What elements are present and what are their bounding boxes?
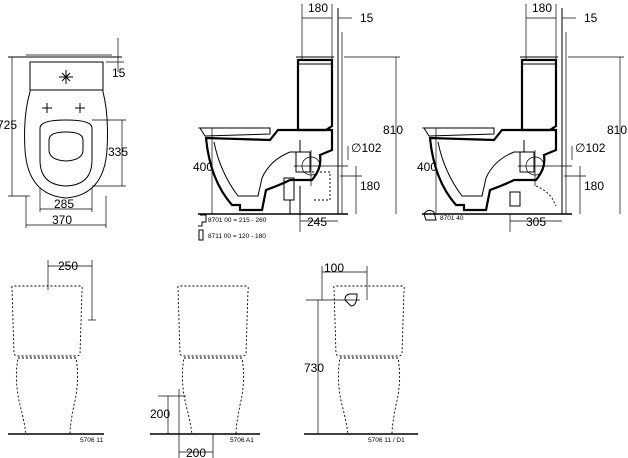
front-view-2: 200 200 5706 A1 <box>150 285 260 458</box>
dim-offset: 15 <box>112 66 126 80</box>
dim-depth: 725 <box>0 118 17 132</box>
dim-inlet-offset: 100 <box>324 261 344 275</box>
model-number: 5706 11 / D1 <box>368 437 405 444</box>
side-view-1: 180 15 810 400 ∅102 180 245 8701 00 = 21… <box>193 1 403 241</box>
seat-side <box>199 127 271 137</box>
bowl-side <box>204 128 334 212</box>
bowl-outline-top <box>24 61 108 199</box>
toilet-front-outline <box>11 285 83 357</box>
fixing-point-icon <box>42 103 52 113</box>
dim-seat-height: 400 <box>417 160 437 174</box>
dim-outlet-diameter: ∅102 <box>351 141 382 155</box>
dim-outlet-wall: 245 <box>307 215 327 229</box>
fitting-bend-icon <box>423 209 437 221</box>
front-view-3: 100 730 5706 11 / D1 <box>304 261 418 444</box>
dim-seat-length: 335 <box>108 145 128 159</box>
seat-side <box>423 127 495 137</box>
dim-outlet-height: 180 <box>360 179 380 193</box>
inlet-icon <box>344 293 358 307</box>
model-number: 5706 11 <box>80 437 103 444</box>
side-view-2: 180 15 810 400 ∅102 180 305 8701 40 <box>417 1 627 232</box>
dim-width: 370 <box>52 213 72 227</box>
outlet-side <box>519 151 535 173</box>
outlet-side <box>295 151 311 173</box>
fitting-label: 8701 40 <box>440 215 464 222</box>
dim-outlet-wall: 305 <box>526 215 546 229</box>
seat-outline <box>39 119 93 187</box>
toilet-front-outline <box>177 285 249 357</box>
dim-tank-depth: 180 <box>532 1 552 15</box>
dim-wall-gap: 15 <box>360 11 374 25</box>
tank-outline-top <box>29 61 104 91</box>
tank-side <box>520 58 558 132</box>
dim-seat-height: 400 <box>193 160 213 174</box>
tank-side <box>296 58 334 132</box>
dim-inlet-offset: 250 <box>58 259 78 273</box>
top-view: 725 15 335 285 370 <box>0 38 128 228</box>
front-view-1: 250 5706 11 <box>8 259 104 444</box>
dim-inlet-height: 730 <box>304 361 324 375</box>
fitting-b-label: 8711 00 = 120 - 180 <box>208 233 266 240</box>
dim-fixing-width: 285 <box>54 197 74 211</box>
dim-inlet-offset: 200 <box>186 446 206 458</box>
dim-outlet-height: 180 <box>584 179 604 193</box>
fixing-point-icon <box>75 103 85 113</box>
fitting-elbow-icon <box>198 214 207 227</box>
bowl-opening <box>48 131 84 162</box>
dim-total-height: 810 <box>607 123 627 137</box>
toilet-front-outline <box>333 285 405 357</box>
dim-total-height: 810 <box>383 123 403 137</box>
dim-inlet-height: 200 <box>150 407 170 421</box>
fitting-straight-icon <box>198 229 204 241</box>
flush-button-icon <box>61 72 71 82</box>
dim-wall-gap: 15 <box>584 11 598 25</box>
model-number: 5706 A1 <box>230 437 254 444</box>
dim-outlet-diameter: ∅102 <box>575 141 606 155</box>
bowl-side <box>428 128 558 212</box>
fitting-a-label: 8701 00 = 215 - 260 <box>208 217 267 224</box>
dim-tank-depth: 180 <box>308 1 328 15</box>
